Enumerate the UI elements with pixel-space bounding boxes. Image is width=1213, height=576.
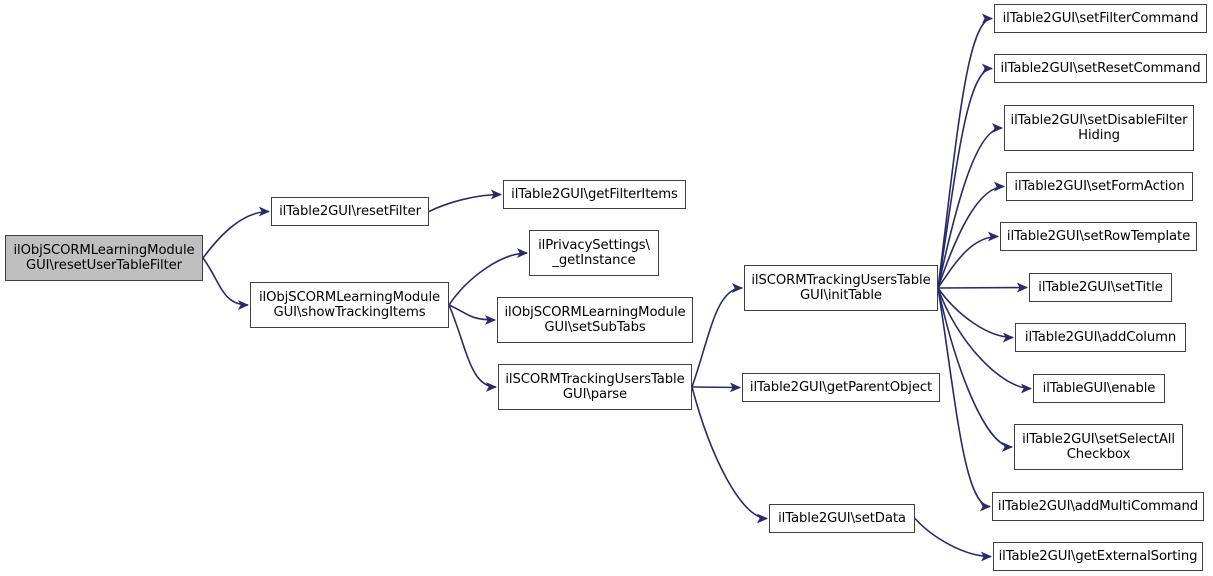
graph-node-addMultiCommand[interactable]: ilTable2GUI\addMultiCommand bbox=[992, 492, 1204, 521]
graph-node-setRowTemplate[interactable]: ilTable2GUI\setRowTemplate bbox=[1000, 222, 1197, 251]
graph-node-initTable[interactable]: ilSCORMTrackingUsersTable GUI\initTable bbox=[744, 265, 938, 311]
graph-node-setResetCommand[interactable]: ilTable2GUI\setResetCommand bbox=[994, 54, 1207, 83]
graph-edge-initTable-to-setFormAction bbox=[937, 181, 1006, 289]
graph-edge-initTable-to-setTitle bbox=[937, 282, 1029, 293]
graph-node-resetFilter[interactable]: ilTable2GUI\resetFilter bbox=[271, 197, 429, 226]
graph-node-parse[interactable]: ilSCORMTrackingUsersTable GUI\parse bbox=[498, 364, 692, 410]
graph-edge-showTrackingItems-to-parse bbox=[448, 304, 498, 392]
graph-edge-initTable-to-setResetCommand bbox=[937, 63, 994, 289]
graph-edge-initTable-to-setDisableFilterHiding bbox=[937, 123, 1004, 289]
graph-node-getFilterItems[interactable]: ilTable2GUI\getFilterItems bbox=[503, 180, 686, 209]
graph-node-setSelectAllCheckbox[interactable]: ilTable2GUI\setSelectAll Checkbox bbox=[1014, 424, 1183, 470]
graph-node-getParentObject[interactable]: ilTable2GUI\getParentObject bbox=[742, 373, 940, 402]
graph-node-setDisableFilterHiding[interactable]: ilTable2GUI\setDisableFilter Hiding bbox=[1004, 105, 1194, 151]
graph-node-getInstance[interactable]: ilPrivacySettings\ _getInstance bbox=[529, 230, 659, 276]
graph-edge-parse-to-initTable bbox=[691, 283, 744, 388]
graph-edge-initTable-to-setFilterCommand bbox=[937, 13, 994, 289]
graph-edge-resetUserTableFilter-to-showTrackingItems bbox=[202, 257, 250, 310]
graph-node-showTrackingItems[interactable]: ilObjSCORMLearningModule GUI\showTrackin… bbox=[250, 282, 449, 328]
graph-node-resetUserTableFilter[interactable]: ilObjSCORMLearningModule GUI\resetUserTa… bbox=[5, 235, 203, 281]
graph-node-setTitle[interactable]: ilTable2GUI\setTitle bbox=[1029, 273, 1172, 302]
graph-node-setSubTabs[interactable]: ilObjSCORMLearningModule GUI\setSubTabs bbox=[497, 297, 693, 343]
graph-node-setFormAction[interactable]: ilTable2GUI\setFormAction bbox=[1006, 172, 1193, 201]
graph-edge-initTable-to-setSelectAllCheckbox bbox=[937, 287, 1014, 452]
graph-edge-parse-to-getParentObject bbox=[691, 382, 742, 393]
graph-edge-resetFilter-to-getFilterItems bbox=[428, 189, 503, 213]
graph-node-enable[interactable]: ilTableGUI\enable bbox=[1033, 374, 1165, 403]
graph-node-setFilterCommand[interactable]: ilTable2GUI\setFilterCommand bbox=[994, 4, 1207, 33]
graph-edge-parse-to-setData bbox=[691, 386, 769, 524]
graph-edge-showTrackingItems-to-setSubTabs bbox=[448, 304, 497, 325]
graph-edge-initTable-to-addMultiCommand bbox=[937, 287, 992, 512]
graph-node-setData[interactable]: ilTable2GUI\setData bbox=[769, 504, 915, 533]
graph-node-addColumn[interactable]: ilTable2GUI\addColumn bbox=[1015, 323, 1186, 352]
graph-node-getExternalSorting[interactable]: ilTable2GUI\getExternalSorting bbox=[993, 542, 1203, 571]
graph-edge-initTable-to-setRowTemplate bbox=[937, 231, 1000, 289]
graph-edge-setData-to-getExternalSorting bbox=[914, 517, 993, 562]
graph-edge-resetUserTableFilter-to-resetFilter bbox=[202, 206, 271, 259]
graph-edge-initTable-to-addColumn bbox=[937, 287, 1015, 343]
